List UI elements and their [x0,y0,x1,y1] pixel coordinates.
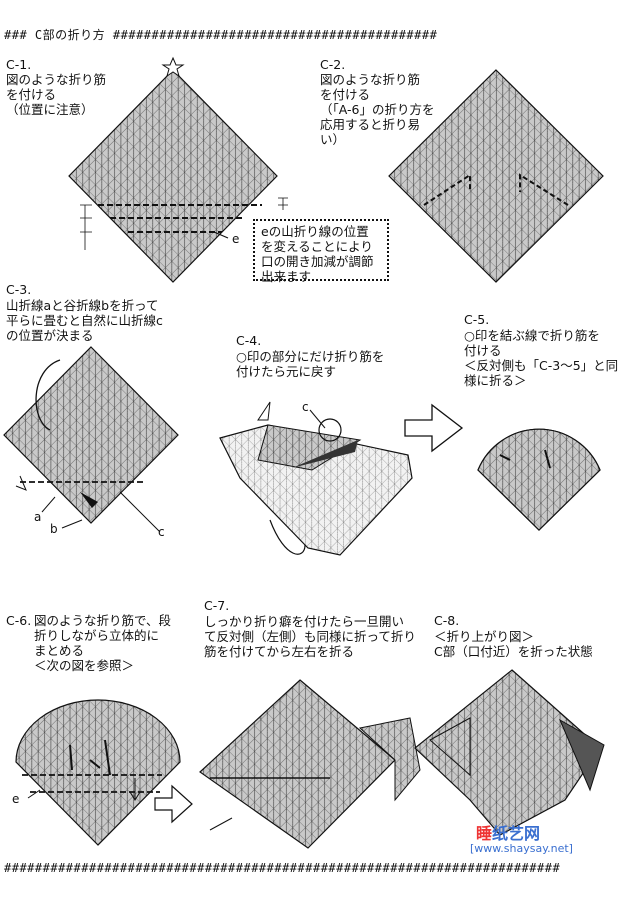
c6-diagram [15,699,181,846]
step-c5-text: ○印を結ぶ線で折り筋を 付ける ＜反対側も「C-3～5」と同 様に折る＞ [464,328,618,388]
c3-diagram [3,346,179,533]
step-c6-id: C-6. [6,613,32,628]
c7-diagram [199,679,421,849]
c2-diagram [388,69,604,283]
page-title: C部の折り方 [34,28,106,42]
label-e-c6: e [12,792,20,806]
header-line: ### C部の折り方 #############################… [4,26,604,43]
c5-diagram [477,428,601,531]
step-c8-text: ＜折り上がり図＞ C部（口付近）を折った状態 [434,629,593,659]
star-icon [161,56,185,78]
c1-diagram [68,56,288,283]
step-c3-id: C-3. [6,282,32,297]
step-c2-text: 図のような折り筋 を付ける （「A-6」の折り方を 応用すると折り易 い） [320,72,435,147]
watermark-logo: 睡纸艺网 [476,824,541,843]
c8-diagram [414,669,605,836]
label-b: b [50,522,58,536]
step-c7-id: C-7. [204,598,230,613]
watermark-url: [www.shaysay.net] [470,842,573,855]
label-c: c [158,525,165,539]
header-prefix: ### [4,28,28,42]
header-hashes: ########################################… [112,28,438,42]
step-c1-text: 図のような折り筋 を付ける （位置に注意） [6,72,107,117]
label-c-c4: c [302,400,309,414]
step-c2-id: C-2. [320,57,346,72]
step-c4-id: C-4. [236,333,262,348]
label-a: a [34,510,42,524]
arrow-right-icon [404,403,464,453]
arrow-right-icon-2 [154,784,193,824]
step-c1-id: C-1. [6,57,32,72]
step-c6-text: 図のような折り筋で、段 折りしながら立体的に まとめる ＜次の図を参照＞ [34,613,172,673]
step-c4-text: ○印の部分にだけ折り筋を 付けたら元に戻す [236,349,385,379]
step-c3-text: 山折線aと谷折線bを折って 平らに畳むと自然に山折線c の位置が決まる [6,298,163,343]
step-c8-id: C-8. [434,613,460,628]
step-c5-id: C-5. [464,312,490,327]
note-box: eの山折り線の位置 を変えることにより 口の開き加減が調節 出来ます [253,219,389,284]
step-c7-text: しっかり折り癖を付けたら一旦開い て反対側（左側）も同様に折って折り 筋を付けて… [204,614,416,659]
label-e-c1: e [232,232,240,246]
footer-line: ########################################… [4,861,561,875]
c4-diagram [219,401,413,556]
